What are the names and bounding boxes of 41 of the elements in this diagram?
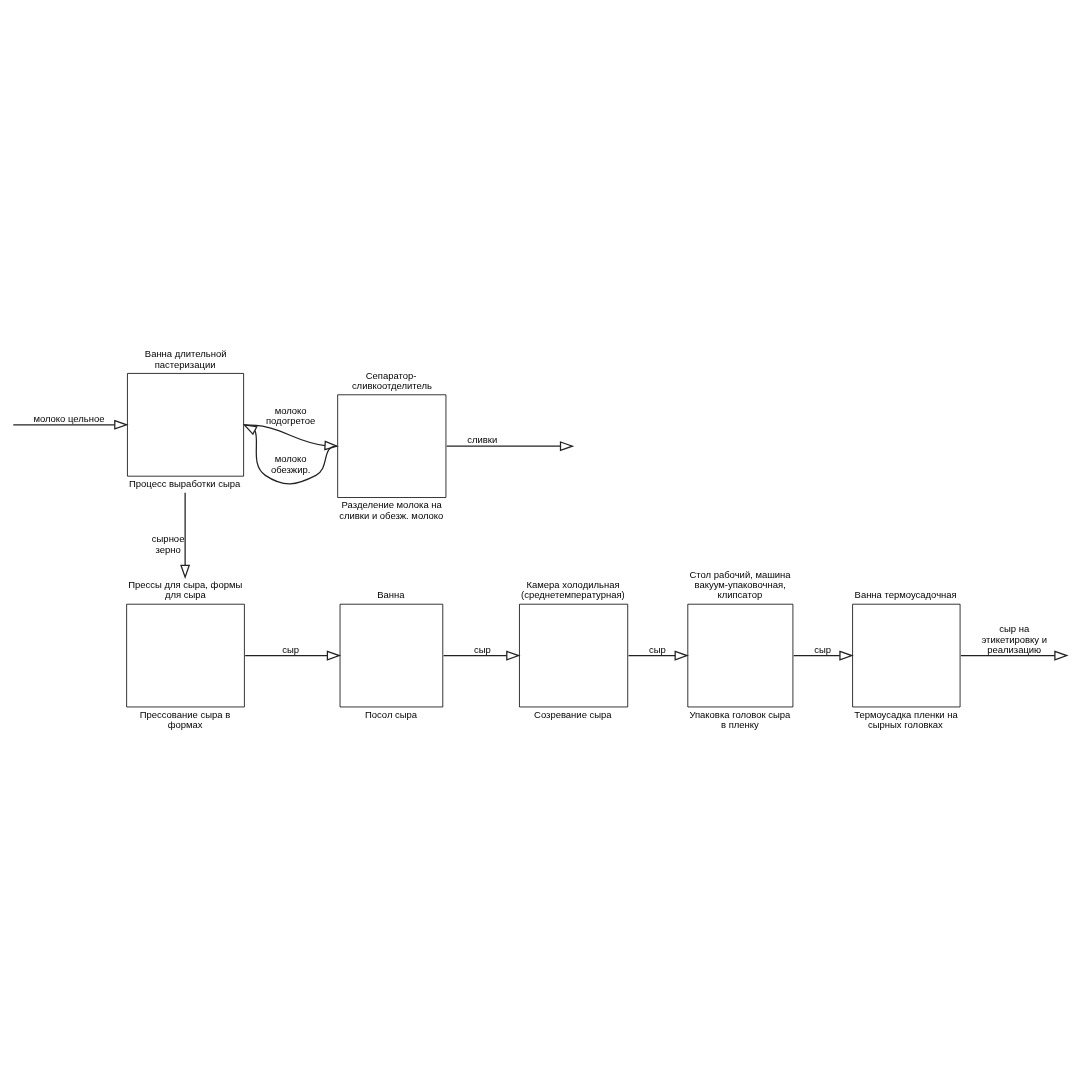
node-box bbox=[127, 373, 244, 477]
node-label: Ванна термоусадочная bbox=[854, 589, 957, 601]
edge-label: сыр bbox=[814, 643, 831, 655]
arrow bbox=[446, 441, 575, 452]
arrow bbox=[442, 650, 521, 661]
node-label: Прессование сыра в формах bbox=[139, 708, 231, 730]
edge-label: молоко обезжир. bbox=[270, 453, 311, 475]
node-label: Камера холодильная (среднетемпературная) bbox=[521, 579, 625, 601]
edge-label: сыр bbox=[648, 643, 666, 655]
node-box bbox=[126, 603, 245, 708]
node-label: Термоусадка пленки на сырных головках bbox=[854, 708, 958, 730]
node-label: Разделение молока на сливки и обезж. молоко bbox=[339, 499, 444, 521]
node-box bbox=[687, 603, 794, 708]
node-label: Упаковка головок сыра в пленку bbox=[689, 708, 791, 730]
edge-label: молоко цельное bbox=[33, 413, 105, 425]
node-label: Прессы для сыра, формы для сыра bbox=[128, 579, 243, 601]
node-box bbox=[339, 603, 444, 708]
arrow bbox=[627, 650, 689, 661]
node-label: Ванна bbox=[377, 589, 405, 601]
edge-label: сыр bbox=[282, 643, 300, 655]
edge-label: сливки bbox=[467, 434, 498, 446]
node-label: Посол сыра bbox=[364, 708, 418, 720]
node-box bbox=[337, 394, 447, 498]
node-label: Стол рабочий, машина вакуум-упаковочная, клипсатор bbox=[689, 568, 791, 601]
edge-label: молоко подогретое bbox=[265, 405, 316, 427]
arrow bbox=[960, 650, 1069, 661]
edge-label: сыр на этикетировку и реализацию bbox=[981, 623, 1047, 655]
arrow bbox=[12, 419, 129, 430]
arrow bbox=[242, 423, 338, 485]
node-box bbox=[852, 603, 961, 708]
arrow bbox=[180, 492, 191, 580]
arrow bbox=[243, 424, 339, 451]
arrow bbox=[793, 650, 854, 661]
node-label: Созревание сыра bbox=[534, 708, 612, 720]
node-label: Процесс выработки сыра bbox=[129, 477, 241, 489]
node-label: Ванна длительной пастеризации bbox=[144, 348, 227, 370]
node-box bbox=[519, 603, 629, 708]
edge-label: сырное зерно bbox=[151, 533, 185, 555]
edge-label: сыр bbox=[473, 643, 491, 655]
node-label: Сепаратор-сливкоотделитель bbox=[351, 369, 432, 391]
arrow bbox=[244, 650, 342, 661]
